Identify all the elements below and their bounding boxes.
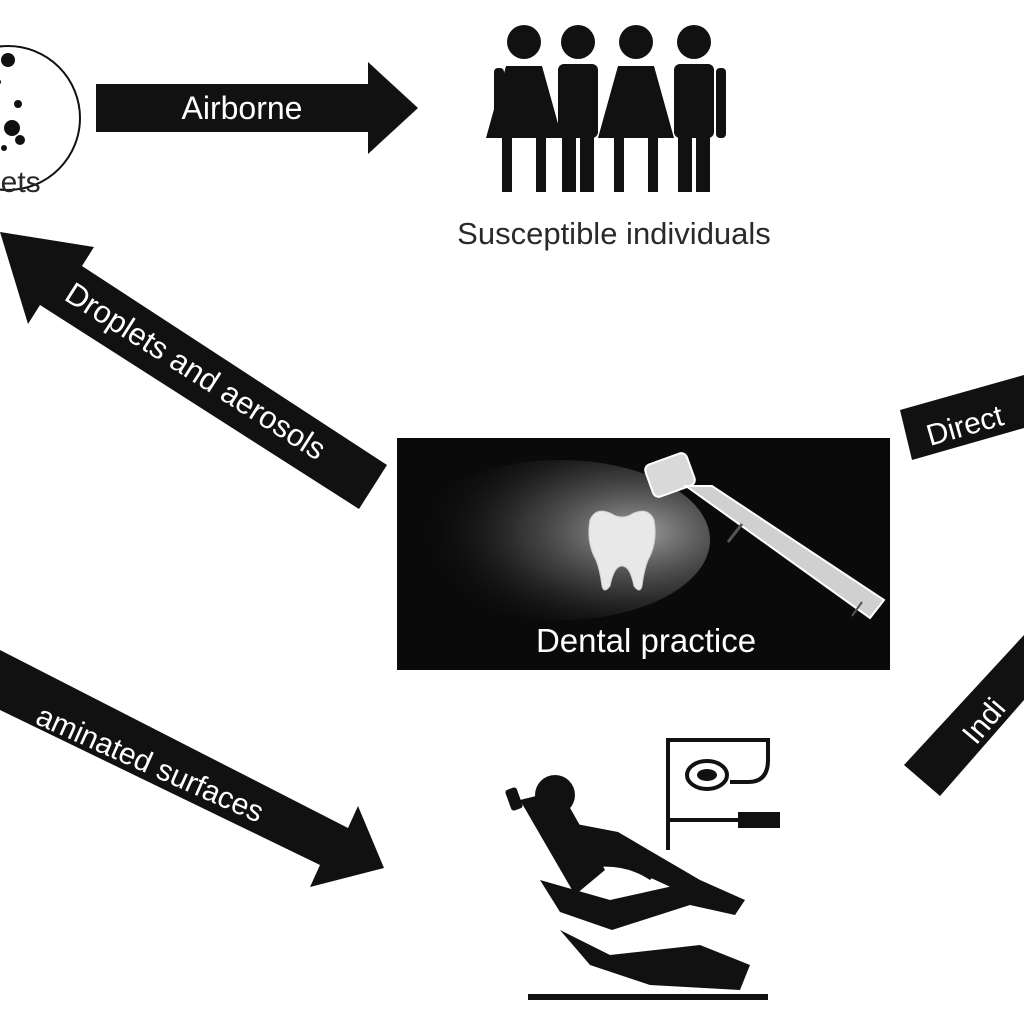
droplet-dots [0,53,25,151]
susceptible-node: Susceptible individuals [457,25,771,251]
droplets-aerosols-label: Droplets and aerosols [59,275,332,467]
indirect-arrow: Indi [904,635,1024,796]
contaminated-surfaces-arrow: aminated surfaces [0,650,384,887]
direct-arrow-shape [900,375,1024,460]
contaminated-surfaces-arrow-shape [0,650,384,887]
airborne-label: Airborne [182,90,303,126]
droplets-node: lets [0,45,81,199]
droplets-aerosols-arrow: Droplets and aerosols [0,232,387,509]
droplets-aerosols-arrow-shape [0,232,387,509]
patient-icon [505,775,700,896]
people-icon [486,25,726,192]
tooth-icon [588,510,656,591]
handpiece-icon [644,452,886,620]
airborne-arrow: Airborne [96,62,418,154]
indirect-arrow-shape [904,635,1024,796]
dental-practice-node: Dental practice [397,438,890,670]
direct-arrow: Direct [900,375,1024,460]
droplets-circle-icon [0,45,81,191]
dental-chair-node [505,738,780,1000]
droplets-label: lets [0,166,41,199]
dental-practice-label: Dental practice [536,622,756,659]
susceptible-label: Susceptible individuals [457,216,771,251]
airborne-arrow-shape [96,62,418,154]
contaminated-surfaces-label: aminated surfaces [31,699,268,829]
